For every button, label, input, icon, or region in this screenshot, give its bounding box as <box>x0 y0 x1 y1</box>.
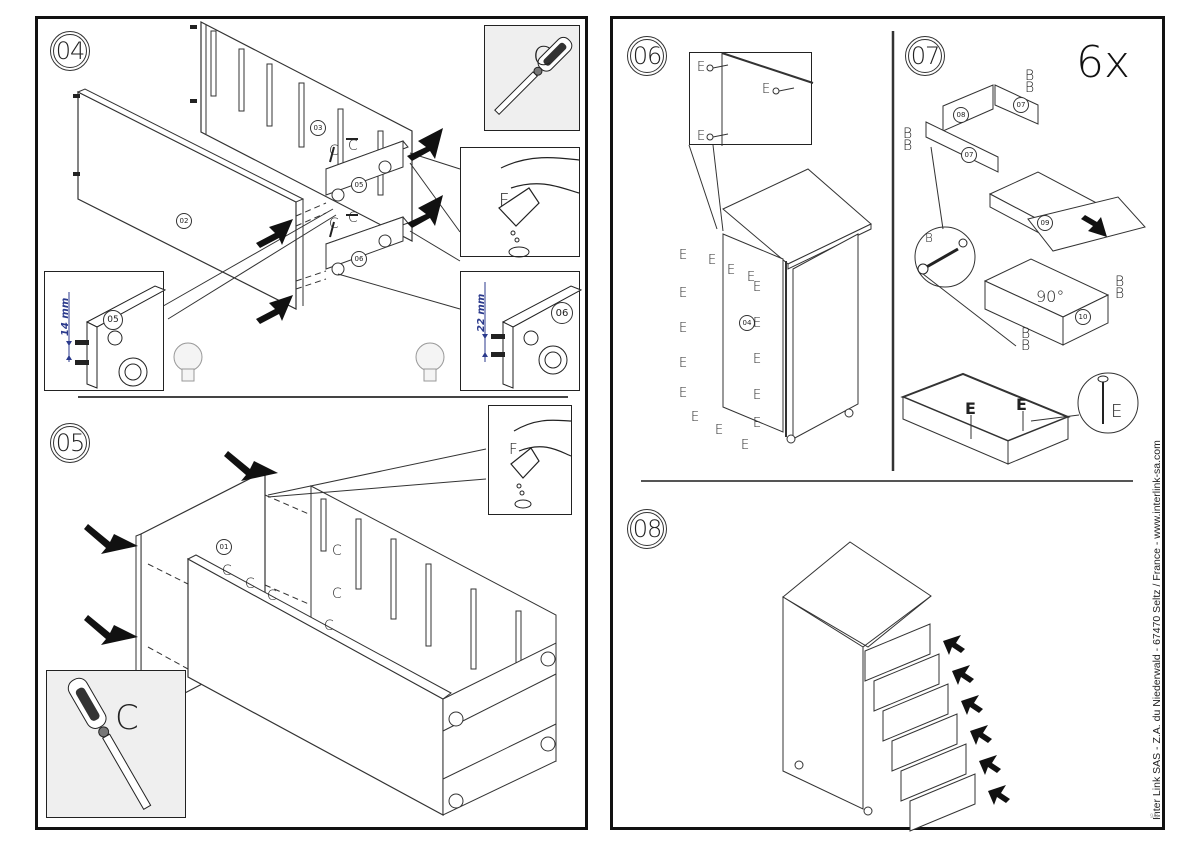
drawer-bottom-09 <box>1027 196 1146 252</box>
part-label-02: 02 <box>176 213 192 229</box>
tool-label-c: C <box>533 42 552 72</box>
tool-label-c: C <box>115 698 139 738</box>
step-badge-05: 05 <box>50 423 90 463</box>
step-07-diagram <box>900 84 1146 465</box>
nail-label-e: E <box>1016 395 1027 414</box>
part-label-09: 09 <box>1037 215 1053 231</box>
screw-callout-b: B <box>925 231 933 245</box>
hardware-label-c: C <box>332 543 342 559</box>
screw-label-b: B <box>1025 80 1035 96</box>
screws-c <box>329 138 358 238</box>
part-label-04: 04 <box>739 315 755 331</box>
push-arrow <box>970 725 992 745</box>
glue-bottle-icon <box>498 157 580 258</box>
step-06-diagram <box>688 144 872 444</box>
part-label-07: 07 <box>961 147 977 163</box>
instruction-page-left: 04 <box>35 16 588 830</box>
drawer <box>882 683 983 742</box>
nail-callout-e: E <box>1111 401 1123 422</box>
part-label-03: 03 <box>310 120 326 136</box>
company-footer: Inter Link SAS - Z.A. du Niederwald - 67… <box>1151 440 1163 820</box>
glue-label-f: F <box>509 440 518 458</box>
drawer <box>909 773 1010 832</box>
hardware-label-c: C <box>324 618 334 634</box>
step-05-diagram <box>84 448 557 817</box>
nail-label-e: E <box>762 82 771 97</box>
push-arrow <box>952 665 974 685</box>
quantity-label: 6x <box>1076 37 1131 88</box>
glue-label-f: F <box>499 190 510 211</box>
screw-label-b: B <box>903 126 913 142</box>
push-arrow <box>943 635 965 655</box>
screwdriver-tool-inset: C <box>484 25 580 131</box>
hardware-label-c: C <box>329 216 339 232</box>
screw-label-b: B <box>903 138 913 154</box>
part-label-10: 10 <box>1075 309 1091 325</box>
hardware-label-c: C <box>348 138 358 154</box>
hardware-label-c: C <box>332 586 342 602</box>
dowel <box>190 25 197 29</box>
hardware-label-c: C <box>329 143 339 159</box>
lightbulb-tip-icons <box>173 342 445 382</box>
step-badge-04: 04 <box>50 31 90 71</box>
screwdriver-icon <box>67 677 152 810</box>
glue-application-inset: F <box>488 405 572 515</box>
drawer <box>873 653 974 712</box>
part-label-06: 06 <box>551 302 573 324</box>
step-badge-07: 07 <box>905 36 945 76</box>
push-arrow <box>988 785 1010 805</box>
detail-inset-05: 05 14 mm <box>44 271 167 391</box>
part-label-07: 07 <box>1013 97 1029 113</box>
drawer <box>864 623 965 682</box>
assembly-arrows <box>84 451 278 645</box>
angle-label: 90° <box>1036 287 1065 306</box>
step-badge-08: 08 <box>627 509 667 549</box>
nail-detail-inset: E E E <box>689 52 814 146</box>
nail-label-e: E <box>697 60 706 75</box>
detail-inset-06: 06 22 mm <box>460 271 583 391</box>
drawer-side-07b <box>925 121 999 173</box>
hardware-label-c: C <box>245 576 255 592</box>
insert-arrow <box>1081 215 1107 237</box>
cabinet-side <box>792 233 859 440</box>
back-panel-04 <box>722 233 784 433</box>
step-badge-06: 06 <box>627 36 667 76</box>
part-label-08: 08 <box>953 107 969 123</box>
glue-bottle-icon <box>510 419 572 509</box>
push-arrow <box>961 695 983 715</box>
cabinet-side <box>782 596 864 810</box>
hardware-label-c: C <box>348 210 358 226</box>
glue-application-inset: F <box>460 147 580 258</box>
step-08-diagram <box>782 541 1010 832</box>
screw-label-b: B <box>1021 326 1031 342</box>
drawer <box>891 713 992 772</box>
hardware-label-c: C <box>222 563 232 579</box>
part-label-01: 01 <box>216 539 232 555</box>
dowel <box>190 99 197 103</box>
part-label-06: 06 <box>351 251 367 267</box>
screw-label-b: B <box>1115 286 1125 302</box>
page-number: 9/9 <box>1150 814 1159 820</box>
instruction-page-right: 06 E E E 04 E E E E E E E E E E E E E E … <box>610 16 1165 832</box>
screw-label-b: B <box>1021 338 1031 354</box>
part-label-05: 05 <box>351 177 367 193</box>
drawers <box>864 623 1010 832</box>
assembly-arrows <box>256 128 443 324</box>
push-arrow <box>979 755 1001 775</box>
screwdriver-tool-inset: C <box>46 670 186 818</box>
nail-label-e: E <box>965 399 976 418</box>
part-label-05: 05 <box>103 310 123 330</box>
hardware-label-c: C <box>267 588 277 604</box>
screw-label-b: B <box>1025 68 1035 84</box>
screw-label-b: B <box>1115 274 1125 290</box>
drawer <box>900 743 1001 802</box>
nail-label-e: E <box>697 129 706 144</box>
section-dividers <box>641 31 1133 482</box>
screwdriver-icon <box>494 36 573 116</box>
